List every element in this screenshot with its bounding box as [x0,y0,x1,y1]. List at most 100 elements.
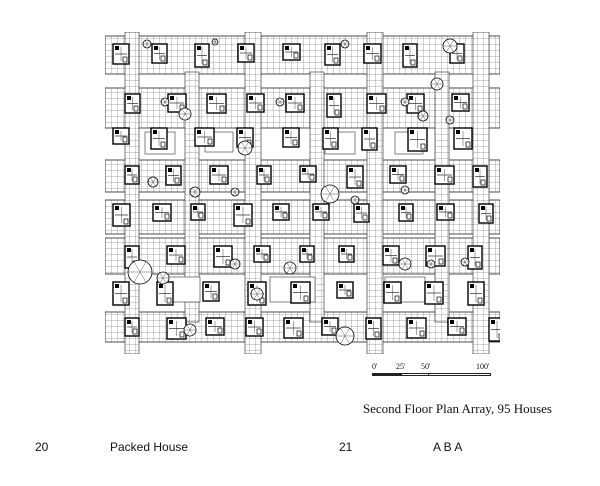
tree [183,323,197,337]
house-unit [467,281,485,306]
house-unit [202,281,220,302]
tree [417,110,429,122]
house-unit [478,203,494,224]
house-unit [424,281,444,305]
house-unit [253,245,271,263]
scale-bar: 0' 25' 50' 100' [372,362,495,382]
tree [283,261,297,275]
house-unit [194,43,210,68]
scale-fill [373,374,401,375]
house-unit [398,203,414,222]
house-unit [338,245,355,263]
grid-connector [472,32,490,354]
house-unit [353,203,370,223]
scale-tick-100: 100' [476,362,490,371]
house-unit [312,203,330,221]
house-unit [213,245,233,268]
house-unit [434,165,455,185]
figure-caption: Second Floor Plan Array, 95 Houses [362,401,552,416]
house-unit [285,93,305,113]
scale-divider [401,374,402,375]
house-unit [166,245,186,265]
tree [398,257,412,271]
tree [275,97,285,107]
house-unit [321,317,339,336]
house-unit [451,93,470,112]
house-unit [206,93,227,114]
house-unit [165,165,182,186]
tree [160,97,170,107]
house-unit [256,165,272,185]
floor-plan-array [105,32,500,354]
tree [142,39,152,49]
grid-band [105,35,500,75]
house-unit [382,245,400,266]
house-unit [205,317,225,336]
house-unit [406,93,425,114]
house-unit [366,93,387,114]
house-unit [407,127,428,152]
house-unit [453,127,473,150]
tree [400,185,410,195]
house-unit [283,317,304,339]
house-unit [365,317,382,340]
tree [350,195,360,205]
scale-line [372,373,491,376]
house-unit [389,165,407,184]
tree [442,38,458,54]
house-unit [406,317,427,339]
house-unit [190,203,206,221]
house-unit [363,43,382,64]
scale-tick-25: 25' [396,362,406,371]
house-unit [233,203,253,227]
house-unit [447,317,467,336]
house-unit [124,317,140,337]
tree [460,257,470,267]
house-unit [326,93,342,118]
house-unit [436,203,455,221]
right-page-title: A B A [433,440,463,454]
grid-connector [366,32,384,354]
house-unit [361,127,378,151]
house-unit [322,127,339,150]
house-unit [290,281,311,304]
house-unit [488,317,500,342]
house-unit [150,127,168,150]
house-unit [151,43,168,64]
house-unit [336,281,354,299]
tree [156,271,170,285]
house-unit [346,165,364,189]
tree [127,259,153,285]
tree [189,186,201,198]
tree [445,115,455,125]
house-unit [152,203,172,222]
right-page-number: 21 [339,440,353,454]
house-unit [112,43,130,65]
house-unit [272,203,290,221]
tree [211,38,219,46]
tree [340,39,350,49]
house-unit [166,317,187,340]
tree [230,187,240,197]
tree [250,287,264,301]
house-unit [324,43,341,66]
house-unit [112,127,130,145]
house-unit [124,93,141,114]
house-unit [299,165,317,183]
house-unit [209,165,229,185]
left-page-title: Packed House [110,440,189,454]
house-unit [194,127,215,147]
trees [127,38,470,346]
tree [178,107,192,121]
house-unit [467,245,483,270]
tree [426,259,436,269]
house-unit [124,165,140,185]
house-unit [246,93,265,113]
house-unit [383,281,402,304]
tree [335,326,355,346]
tree [229,258,241,270]
tree [400,97,410,107]
tree [430,77,444,91]
house-unit [299,245,315,263]
house-unit [112,203,131,227]
